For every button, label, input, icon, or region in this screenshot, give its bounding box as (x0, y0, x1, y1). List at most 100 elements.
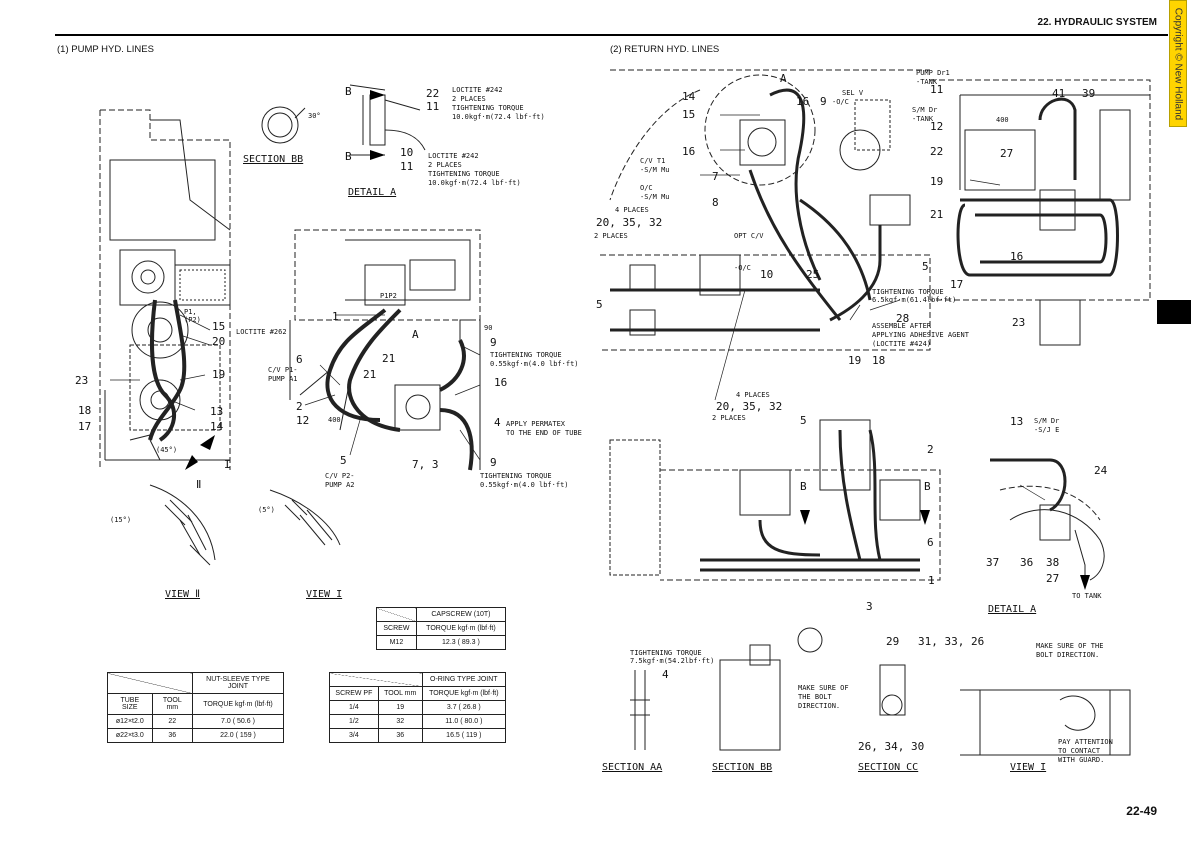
detail-a-right-drawing (990, 458, 1105, 581)
table-title: NUT-SLEEVE TYPE JOINT (191, 672, 285, 694)
view-i-right-caption: VIEW I (1010, 762, 1046, 773)
note-tt-d: TIGHTENING TORQUE (480, 472, 552, 480)
svg-text:16: 16 (1010, 250, 1023, 263)
svg-text:24: 24 (1094, 464, 1108, 477)
label-pump-dr1: PUMP Dr1 (916, 69, 950, 77)
svg-text:23: 23 (1012, 316, 1025, 329)
svg-text:18: 18 (78, 404, 91, 417)
note-torque10-a: 10.0kgf·m(72.4 lbf·ft) (452, 113, 545, 121)
svg-text:19: 19 (930, 175, 943, 188)
svg-text:18: 18 (872, 354, 885, 367)
label-oc2: -O/C (832, 98, 849, 106)
svg-text:10: 10 (760, 268, 773, 281)
table-cell: 22 (151, 714, 193, 729)
svg-text:9: 9 (490, 456, 497, 469)
svg-text:3: 3 (866, 600, 873, 613)
svg-text:11: 11 (930, 83, 943, 96)
svg-text:6: 6 (927, 536, 934, 549)
svg-text:13: 13 (210, 405, 223, 418)
svg-text:36: 36 (1020, 556, 1033, 569)
label-p1: P1, (184, 308, 197, 316)
section-aa-caption: SECTION AA (602, 762, 662, 773)
svg-text:B: B (345, 85, 352, 98)
svg-text:13: 13 (1010, 415, 1023, 428)
table-title: O-RING TYPE JOINT (421, 672, 507, 687)
label-cv-p1: C/V P1- (268, 366, 298, 374)
chapter-tab (1157, 300, 1191, 324)
pump-machine-drawing (99, 109, 231, 470)
svg-text:37: 37 (986, 556, 999, 569)
label-4places-b: 4 PLACES (736, 391, 770, 399)
table-cell: 11.0 ( 80.0 ) (421, 714, 507, 729)
svg-text:39: 39 (1082, 87, 1095, 100)
label-tank: -TANK (916, 78, 938, 86)
svg-text:22: 22 (930, 145, 943, 158)
svg-text:12: 12 (930, 120, 943, 133)
label-2places-c: 2 PLACES (594, 232, 628, 240)
note-2places-b: 2 PLACES (428, 161, 462, 169)
svg-text:B: B (345, 150, 352, 163)
svg-text:7: 7 (712, 170, 719, 183)
note-tt-a: TIGHTENING TORQUE (452, 104, 524, 112)
svg-text:A: A (412, 328, 419, 341)
svg-text:1: 1 (332, 310, 339, 323)
svg-text:31, 33, 26: 31, 33, 26 (918, 635, 984, 648)
section-bb-clamp-drawing (261, 106, 306, 144)
table-cell: M12 (376, 635, 417, 650)
svg-text:15: 15 (212, 320, 225, 333)
table-corner (376, 607, 417, 622)
note-make-sure: MAKE SURE OF (798, 684, 849, 692)
svg-text:14: 14 (210, 420, 224, 433)
svg-text:19: 19 (848, 354, 861, 367)
table-cell: 19 (377, 700, 423, 715)
detail-a-caption: DETAIL A (348, 187, 396, 198)
note-loctite424: (LOCTITE #424) (872, 340, 931, 348)
page-number: 22-49 (1126, 804, 1157, 818)
table-cell: 36 (151, 728, 193, 743)
table-cell: ø22×t3.0 (107, 728, 153, 743)
svg-text:16: 16 (682, 145, 695, 158)
section-return-lines: (2) RETURN HYD. LINES (610, 44, 720, 55)
page-header-title: 22. HYDRAULIC SYSTEM (1037, 17, 1157, 28)
right-middle-drawing (609, 419, 941, 581)
label-pump-a2: PUMP A2 (325, 481, 355, 489)
svg-text:20, 35, 32: 20, 35, 32 (716, 400, 782, 413)
label-sm-mu: -S/M Mu (640, 166, 670, 174)
table-cell: 1/2 (329, 714, 379, 729)
view-ii-caption: VIEW Ⅱ (165, 589, 200, 600)
svg-text:9: 9 (490, 336, 497, 349)
note-torque055-b: 0.55kgf·m(4.0 lbf·ft) (480, 481, 569, 489)
note-loctite242-b: LOCTITE #242 (428, 152, 479, 160)
view-ii-drawing (149, 484, 216, 566)
table-cell: 36 (377, 728, 423, 743)
svg-text:28: 28 (896, 312, 909, 325)
svg-text:25: 25 (806, 268, 819, 281)
table-corner (107, 672, 193, 694)
svg-text:8: 8 (712, 196, 719, 209)
svg-text:26, 34, 30: 26, 34, 30 (858, 740, 924, 753)
svg-text:17: 17 (78, 420, 91, 433)
view-i-drawing (269, 489, 341, 546)
table-cell: 3.7 ( 26.8 ) (421, 700, 507, 715)
svg-text:38: 38 (1046, 556, 1059, 569)
table-cell: 12.3 ( 89.3 ) (415, 635, 507, 650)
svg-text:16: 16 (494, 376, 507, 389)
table-header: SCREW (376, 621, 417, 636)
header-rule (55, 34, 1168, 36)
table-title: CAPSCREW (10T) (415, 607, 507, 622)
label-cv-p2: C/V P2- (325, 472, 355, 480)
section-pump-lines: (1) PUMP HYD. LINES (57, 44, 154, 55)
label-5deg: (5°) (258, 506, 275, 514)
label-sm-dr2: S/M Dr (1034, 417, 1059, 425)
table-header: SCREW PF (329, 686, 379, 701)
label-4places-a: 4 PLACES (615, 206, 649, 214)
table-header: TOOL mm (377, 686, 423, 701)
svg-text:6: 6 (296, 353, 303, 366)
svg-text:20: 20 (212, 335, 225, 348)
